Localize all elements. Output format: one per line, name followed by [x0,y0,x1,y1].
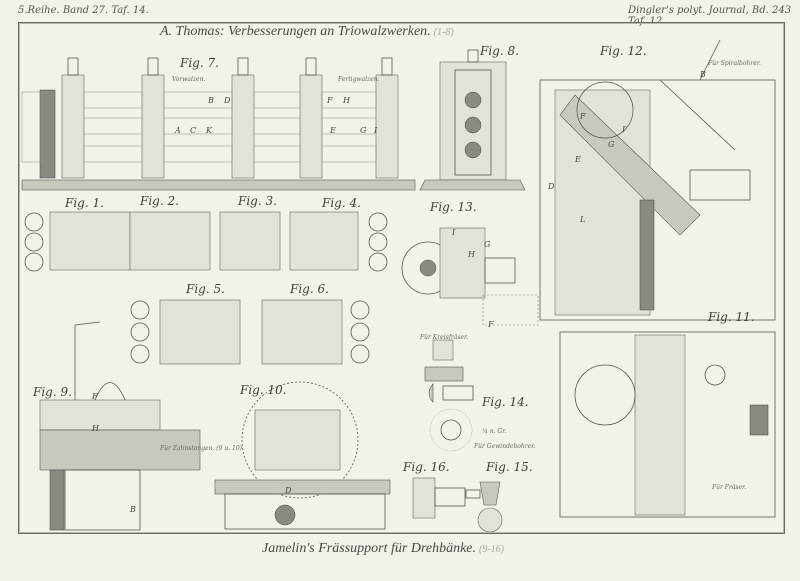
fig14-circular-cutter-drawing [424,339,474,452]
part-letter: D [224,96,231,105]
fig11-label: Fig. 11. [708,310,755,324]
fig9-support-drawing [39,321,201,531]
part-letter: D [548,182,555,191]
header-journal: Dingler's polyt. Journal, Bd. 243 Taf. 1… [628,5,792,27]
title-jamelin: Jamelin's Frässupport für Drehbänke.(9-1… [262,541,504,558]
fig11-support-drawing [559,331,776,518]
part-letter: B [700,70,706,79]
plate-frame [18,22,785,534]
part-letter: G [608,140,615,149]
title-text: Jamelin's Frässupport für Drehbänke. [262,541,477,556]
fig1-6-roll-sets-drawing [24,211,388,365]
caption-scale: ¼ n. Gr. [482,428,507,435]
part-letter: H [92,424,99,433]
caption-zahnstangen: Für Zahnstangen. (9 u. 10) [160,445,242,452]
fig15-16-tool-drawings [412,477,503,533]
fig13-cutter-head-drawing [401,227,539,326]
part-letter: I [452,228,456,237]
fig3-label: Fig. 3. [238,194,277,208]
fig8-label: Fig. 8. [480,44,519,58]
caption-fraeser: Für Fräser. [712,484,747,491]
fig15-label: Fig. 15. [486,460,533,474]
part-letter: C [190,126,197,135]
part-letter: B [208,96,214,105]
fig14-label: Fig. 14. [482,395,529,409]
caption-spiralbohrer: Für Spiralbohrer. [708,60,761,67]
fig6-label: Fig. 6. [290,282,329,296]
part-letter: F [92,392,98,401]
part-letter: G [360,126,367,135]
fig12-label: Fig. 12. [600,44,647,58]
caption-vorwalzen: Vorwalzen. [172,76,206,83]
title-text: A. Thomas: Verbesserungen an Triowalzwer… [160,24,431,39]
part-letter: I [622,125,626,134]
fig2-label: Fig. 2. [140,194,179,208]
part-letter: F [327,96,333,105]
caption-gewindebohrer: Für Gewindebohrer. [474,443,536,450]
fig12-support-drawing [539,39,776,321]
part-letter: A [175,126,181,135]
fig16-label: Fig. 16. [403,460,450,474]
fig9-label: Fig. 9. [33,385,72,399]
fig7-rolling-mill-drawing [21,57,416,191]
fig7-label: Fig. 7. [180,56,219,70]
part-letter: E [575,155,581,164]
part-letter: L [580,215,586,224]
part-letter: H [343,96,350,105]
caption-ref: (9 u. 10) [216,445,243,452]
title-thomas: A. Thomas: Verbesserungen an Triowalzwer… [160,24,454,41]
caption-fertigwalzen: Fertigwalzen. [338,76,380,83]
part-letter: E [330,126,336,135]
header-series-volume: 5.Reihe. Band 27. Taf. 14. [18,5,149,16]
part-letter: B [130,505,136,514]
fig13-label: Fig. 13. [430,200,477,214]
fig4-label: Fig. 4. [322,196,361,210]
fig8-stand-section-drawing [419,49,526,191]
title-ref: (9-16) [479,544,505,555]
part-letter: H [468,250,475,259]
fig1-label: Fig. 1. [65,196,104,210]
part-letter: I [374,126,378,135]
fig10-label: Fig. 10. [240,383,287,397]
part-letter: K [206,126,212,135]
fig10-gear-support-drawing [214,381,391,530]
part-letter: F [580,112,586,121]
caption-kreisfraeser: Für Kreisfräser. [420,334,469,341]
caption-text: Für Zahnstangen. [160,445,215,452]
title-ref: (1-8) [433,27,454,38]
part-letter: G [484,240,491,249]
part-letter: F [488,320,494,329]
part-letter: D [285,486,292,495]
fig5-label: Fig. 5. [186,282,225,296]
